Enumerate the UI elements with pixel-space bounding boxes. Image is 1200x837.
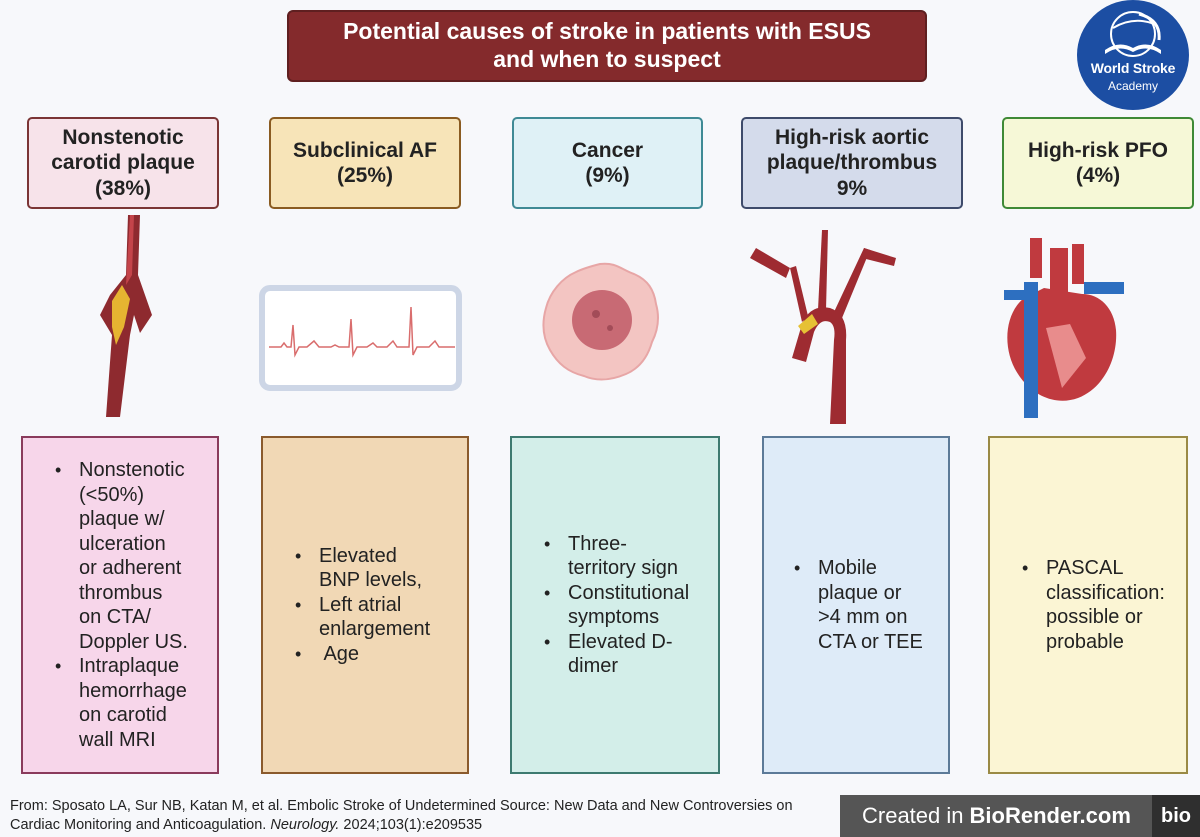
- list-item: Left atrial enlargement: [295, 593, 467, 642]
- bullet-list: Elevated BNP levels, Left atrial enlarge…: [263, 544, 467, 667]
- header-aortic-plaque: High-risk aortic plaque/thrombus 9%: [741, 117, 963, 209]
- book-globe-icon: [1105, 11, 1161, 57]
- list-item: Nonstenotic (<50%) plaque w/ ulceration …: [55, 458, 217, 654]
- list-item: Intraplaque hemorrhage on carotid wall M…: [55, 654, 217, 752]
- cancer-cell-icon: [542, 262, 660, 381]
- bio-logo-icon: bio: [1152, 795, 1200, 837]
- list-item: PASCAL classification: possible or proba…: [1022, 556, 1186, 654]
- heart-icon: [1004, 238, 1124, 418]
- badge-brand: BioRender.com: [969, 803, 1131, 828]
- bullet-line: symptoms: [568, 606, 660, 628]
- bullet-line: plaque w/: [79, 508, 165, 530]
- header-pfo: High-risk PFO (4%): [1002, 117, 1194, 209]
- bullet-list: Nonstenotic (<50%) plaque w/ ulceration …: [23, 458, 217, 752]
- bullet-line: territory sign: [568, 557, 679, 579]
- bullet-line: Doppler US.: [79, 630, 188, 653]
- bullet-line: Elevated D-: [568, 630, 673, 653]
- bullet-line: classification:: [1046, 581, 1165, 604]
- list-item: Age: [295, 642, 467, 667]
- bullet-list: Mobile plaque or >4 mm on CTA or TEE: [764, 556, 948, 654]
- bullet-line: or adherent: [79, 557, 182, 579]
- bullet-line: on CTA/: [79, 606, 151, 628]
- bullet-line: Intraplaque: [79, 655, 180, 677]
- card-cancer: Three- territory sign Constitutional sym…: [510, 436, 720, 774]
- bullet-line: plaque or: [818, 581, 902, 604]
- bullet-line: Age: [319, 642, 360, 665]
- bullet-line: Elevated: [319, 544, 397, 567]
- list-item: Constitutional symptoms: [544, 581, 718, 630]
- bullet-line: Left atrial: [319, 593, 402, 616]
- bullet-line: BNP levels,: [319, 569, 423, 592]
- bullet-line: (<50%): [79, 483, 145, 506]
- card-pfo: PASCAL classification: possible or proba…: [988, 436, 1188, 774]
- list-item: Elevated D- dimer: [544, 630, 718, 679]
- list-item: Elevated BNP levels,: [295, 544, 467, 593]
- ecg-monitor-icon: [259, 285, 462, 391]
- header-percent: 9%: [836, 176, 868, 200]
- header-text: Subclinical AF: [293, 138, 437, 162]
- header-text: Cancer: [571, 138, 644, 162]
- header-text: High-risk PFO: [1027, 138, 1169, 162]
- citation-journal: Neurology.: [270, 817, 340, 833]
- header-text: Nonstenotic: [62, 126, 184, 150]
- header-percent: (9%): [585, 164, 630, 187]
- card-aortic-plaque: Mobile plaque or >4 mm on CTA or TEE: [762, 436, 950, 774]
- bullet-line: possible or: [1046, 606, 1143, 628]
- citation: From: Sposato LA, Sur NB, Katan M, et al…: [10, 797, 830, 835]
- citation-text: Cardiac Monitoring and Anticoagulation.: [10, 817, 271, 833]
- citation-line-2: Cardiac Monitoring and Anticoagulation. …: [10, 816, 830, 835]
- bullet-line: on carotid: [79, 704, 167, 726]
- carotid-artery-icon: [100, 215, 152, 417]
- bullet-line: thrombus: [79, 581, 163, 604]
- bullet-line: wall MRI: [79, 728, 156, 751]
- aortic-arch-icon: [750, 230, 896, 424]
- bullet-line: Three-: [568, 532, 627, 555]
- bullet-line: ulceration: [79, 532, 166, 555]
- bullet-line: CTA or TEE: [818, 630, 923, 653]
- title-banner: Potential causes of stroke in patients w…: [287, 10, 927, 82]
- card-subclinical-af: Elevated BNP levels, Left atrial enlarge…: [261, 436, 469, 774]
- header-text: plaque/thrombus: [766, 151, 938, 175]
- title-line-1: Potential causes of stroke in patients w…: [343, 18, 871, 45]
- list-item: Three- territory sign: [544, 532, 718, 581]
- citation-ref: 2024;103(1):e209535: [339, 817, 483, 833]
- header-carotid-plaque: Nonstenotic carotid plaque (38%): [27, 117, 219, 209]
- bullet-line: Constitutional: [568, 581, 690, 604]
- header-percent: (4%): [1075, 164, 1121, 187]
- list-item: Mobile plaque or >4 mm on CTA or TEE: [794, 556, 948, 654]
- bullet-list: PASCAL classification: possible or proba…: [990, 556, 1186, 654]
- header-text: carotid plaque: [51, 151, 195, 175]
- bullet-line: probable: [1046, 630, 1124, 653]
- header-percent: (25%): [336, 164, 394, 187]
- header-text: High-risk aortic: [774, 126, 930, 150]
- bullet-line: Nonstenotic: [79, 459, 185, 481]
- logo-line-1: World Stroke: [1090, 60, 1176, 76]
- citation-line-1: From: Sposato LA, Sur NB, Katan M, et al…: [10, 798, 793, 814]
- badge-prefix: Created in: [862, 803, 964, 828]
- bullet-list: Three- territory sign Constitutional sym…: [512, 532, 718, 679]
- bullet-line: Mobile: [818, 557, 877, 579]
- logo-line-2: Academy: [1107, 79, 1159, 93]
- header-percent: (38%): [94, 176, 152, 200]
- bullet-line: >4 mm on: [818, 606, 908, 628]
- card-carotid-plaque: Nonstenotic (<50%) plaque w/ ulceration …: [21, 436, 219, 774]
- header-cancer: Cancer (9%): [512, 117, 703, 209]
- title-line-2: and when to suspect: [493, 46, 721, 72]
- bullet-line: dimer: [568, 655, 619, 677]
- world-stroke-academy-logo: World Stroke Academy: [1077, 0, 1189, 110]
- bullet-line: PASCAL: [1046, 557, 1124, 579]
- biorender-badge[interactable]: Created in BioRender.com bio: [840, 795, 1200, 837]
- header-subclinical-af: Subclinical AF (25%): [269, 117, 461, 209]
- bullet-line: hemorrhage: [79, 679, 187, 702]
- bullet-line: enlargement: [319, 618, 431, 641]
